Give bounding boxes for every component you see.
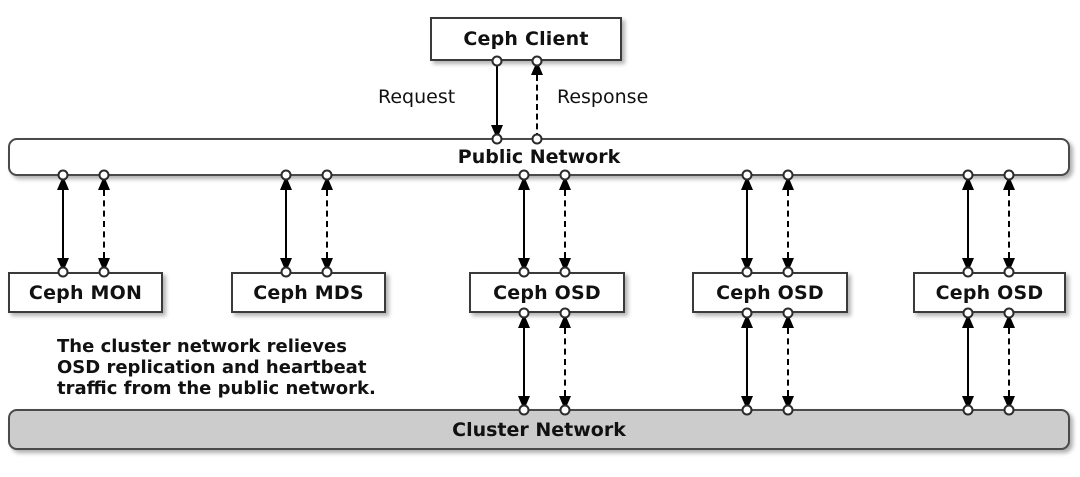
node-ceph-osd-3-label: Ceph OSD (935, 281, 1044, 304)
port-public-bottom-osd3-a (962, 169, 974, 181)
port-public-bottom-mds-a (280, 169, 292, 181)
link-public-osd3-dashed (1001, 176, 1017, 272)
port-osd2-bottom-a (741, 307, 753, 319)
port-osd2-top-b (782, 266, 794, 278)
port-public-bottom-osd1-a (518, 169, 530, 181)
port-client-request (491, 55, 503, 67)
port-mon-top-a (57, 266, 69, 278)
port-public-bottom-osd2-a (741, 169, 753, 181)
node-ceph-osd-3[interactable]: Ceph OSD (913, 272, 1066, 313)
port-public-bottom-mon-b (98, 169, 110, 181)
node-ceph-client-label: Ceph Client (463, 28, 589, 50)
port-osd1-top-b (559, 266, 571, 278)
cluster-network-note: The cluster network relieves OSD replica… (57, 336, 376, 399)
port-client-response (531, 55, 543, 67)
port-public-bottom-osd1-b (559, 169, 571, 181)
node-ceph-osd-1-label: Ceph OSD (493, 281, 601, 304)
link-osd2-cluster-solid (739, 314, 755, 410)
link-osd3-cluster-dashed (1001, 314, 1017, 410)
port-public-top-response (531, 133, 543, 145)
port-cluster-top-osd3-a (962, 404, 974, 416)
port-mon-top-b (98, 266, 110, 278)
port-cluster-top-osd3-b (1003, 404, 1015, 416)
link-osd1-cluster-solid (516, 314, 532, 410)
port-cluster-top-osd1-b (559, 404, 571, 416)
port-osd1-bottom-a (518, 307, 530, 319)
link-osd3-cluster-solid (960, 314, 976, 410)
port-osd2-bottom-b (782, 307, 794, 319)
node-ceph-osd-1[interactable]: Ceph OSD (469, 272, 625, 313)
node-ceph-mon[interactable]: Ceph MON (8, 272, 163, 313)
node-ceph-osd-2[interactable]: Ceph OSD (692, 272, 848, 313)
link-osd1-cluster-dashed (557, 314, 573, 410)
node-ceph-osd-2-label: Ceph OSD (716, 281, 824, 304)
port-osd3-top-a (962, 266, 974, 278)
port-osd1-bottom-b (559, 307, 571, 319)
link-public-osd2-dashed (780, 176, 796, 272)
port-osd3-bottom-b (1003, 307, 1015, 319)
node-ceph-mds-label: Ceph MDS (253, 281, 364, 304)
cluster-network-bar[interactable]: Cluster Network (8, 409, 1070, 450)
node-ceph-mon-label: Ceph MON (28, 281, 143, 304)
link-client-request (489, 61, 505, 139)
port-public-bottom-mds-b (321, 169, 333, 181)
port-cluster-top-osd1-a (518, 404, 530, 416)
link-public-mds-dashed (319, 176, 335, 272)
link-public-osd3-solid (960, 176, 976, 272)
port-osd1-top-a (518, 266, 530, 278)
port-cluster-top-osd2-b (782, 404, 794, 416)
link-osd2-cluster-dashed (780, 314, 796, 410)
link-public-mon-dashed (96, 176, 112, 272)
link-public-osd2-solid (739, 176, 755, 272)
node-ceph-client[interactable]: Ceph Client (430, 17, 622, 61)
link-public-mds-solid (278, 176, 294, 272)
port-mds-top-b (321, 266, 333, 278)
port-osd3-top-b (1003, 266, 1015, 278)
edge-label-request: Request (378, 86, 456, 108)
port-osd3-bottom-a (962, 307, 974, 319)
link-public-mon-solid (55, 176, 71, 272)
port-cluster-top-osd2-a (741, 404, 753, 416)
link-public-osd1-solid (516, 176, 532, 272)
port-osd2-top-a (741, 266, 753, 278)
node-ceph-mds[interactable]: Ceph MDS (231, 272, 386, 313)
cluster-network-label: Cluster Network (452, 418, 626, 441)
link-public-osd1-dashed (557, 176, 573, 272)
link-client-response (529, 61, 545, 139)
port-public-bottom-osd3-b (1003, 169, 1015, 181)
port-public-bottom-osd2-b (782, 169, 794, 181)
edge-label-response: Response (557, 86, 649, 108)
public-network-label: Public Network (457, 146, 621, 168)
port-mds-top-a (280, 266, 292, 278)
port-public-bottom-mon-a (57, 169, 69, 181)
port-public-top-request (491, 133, 503, 145)
